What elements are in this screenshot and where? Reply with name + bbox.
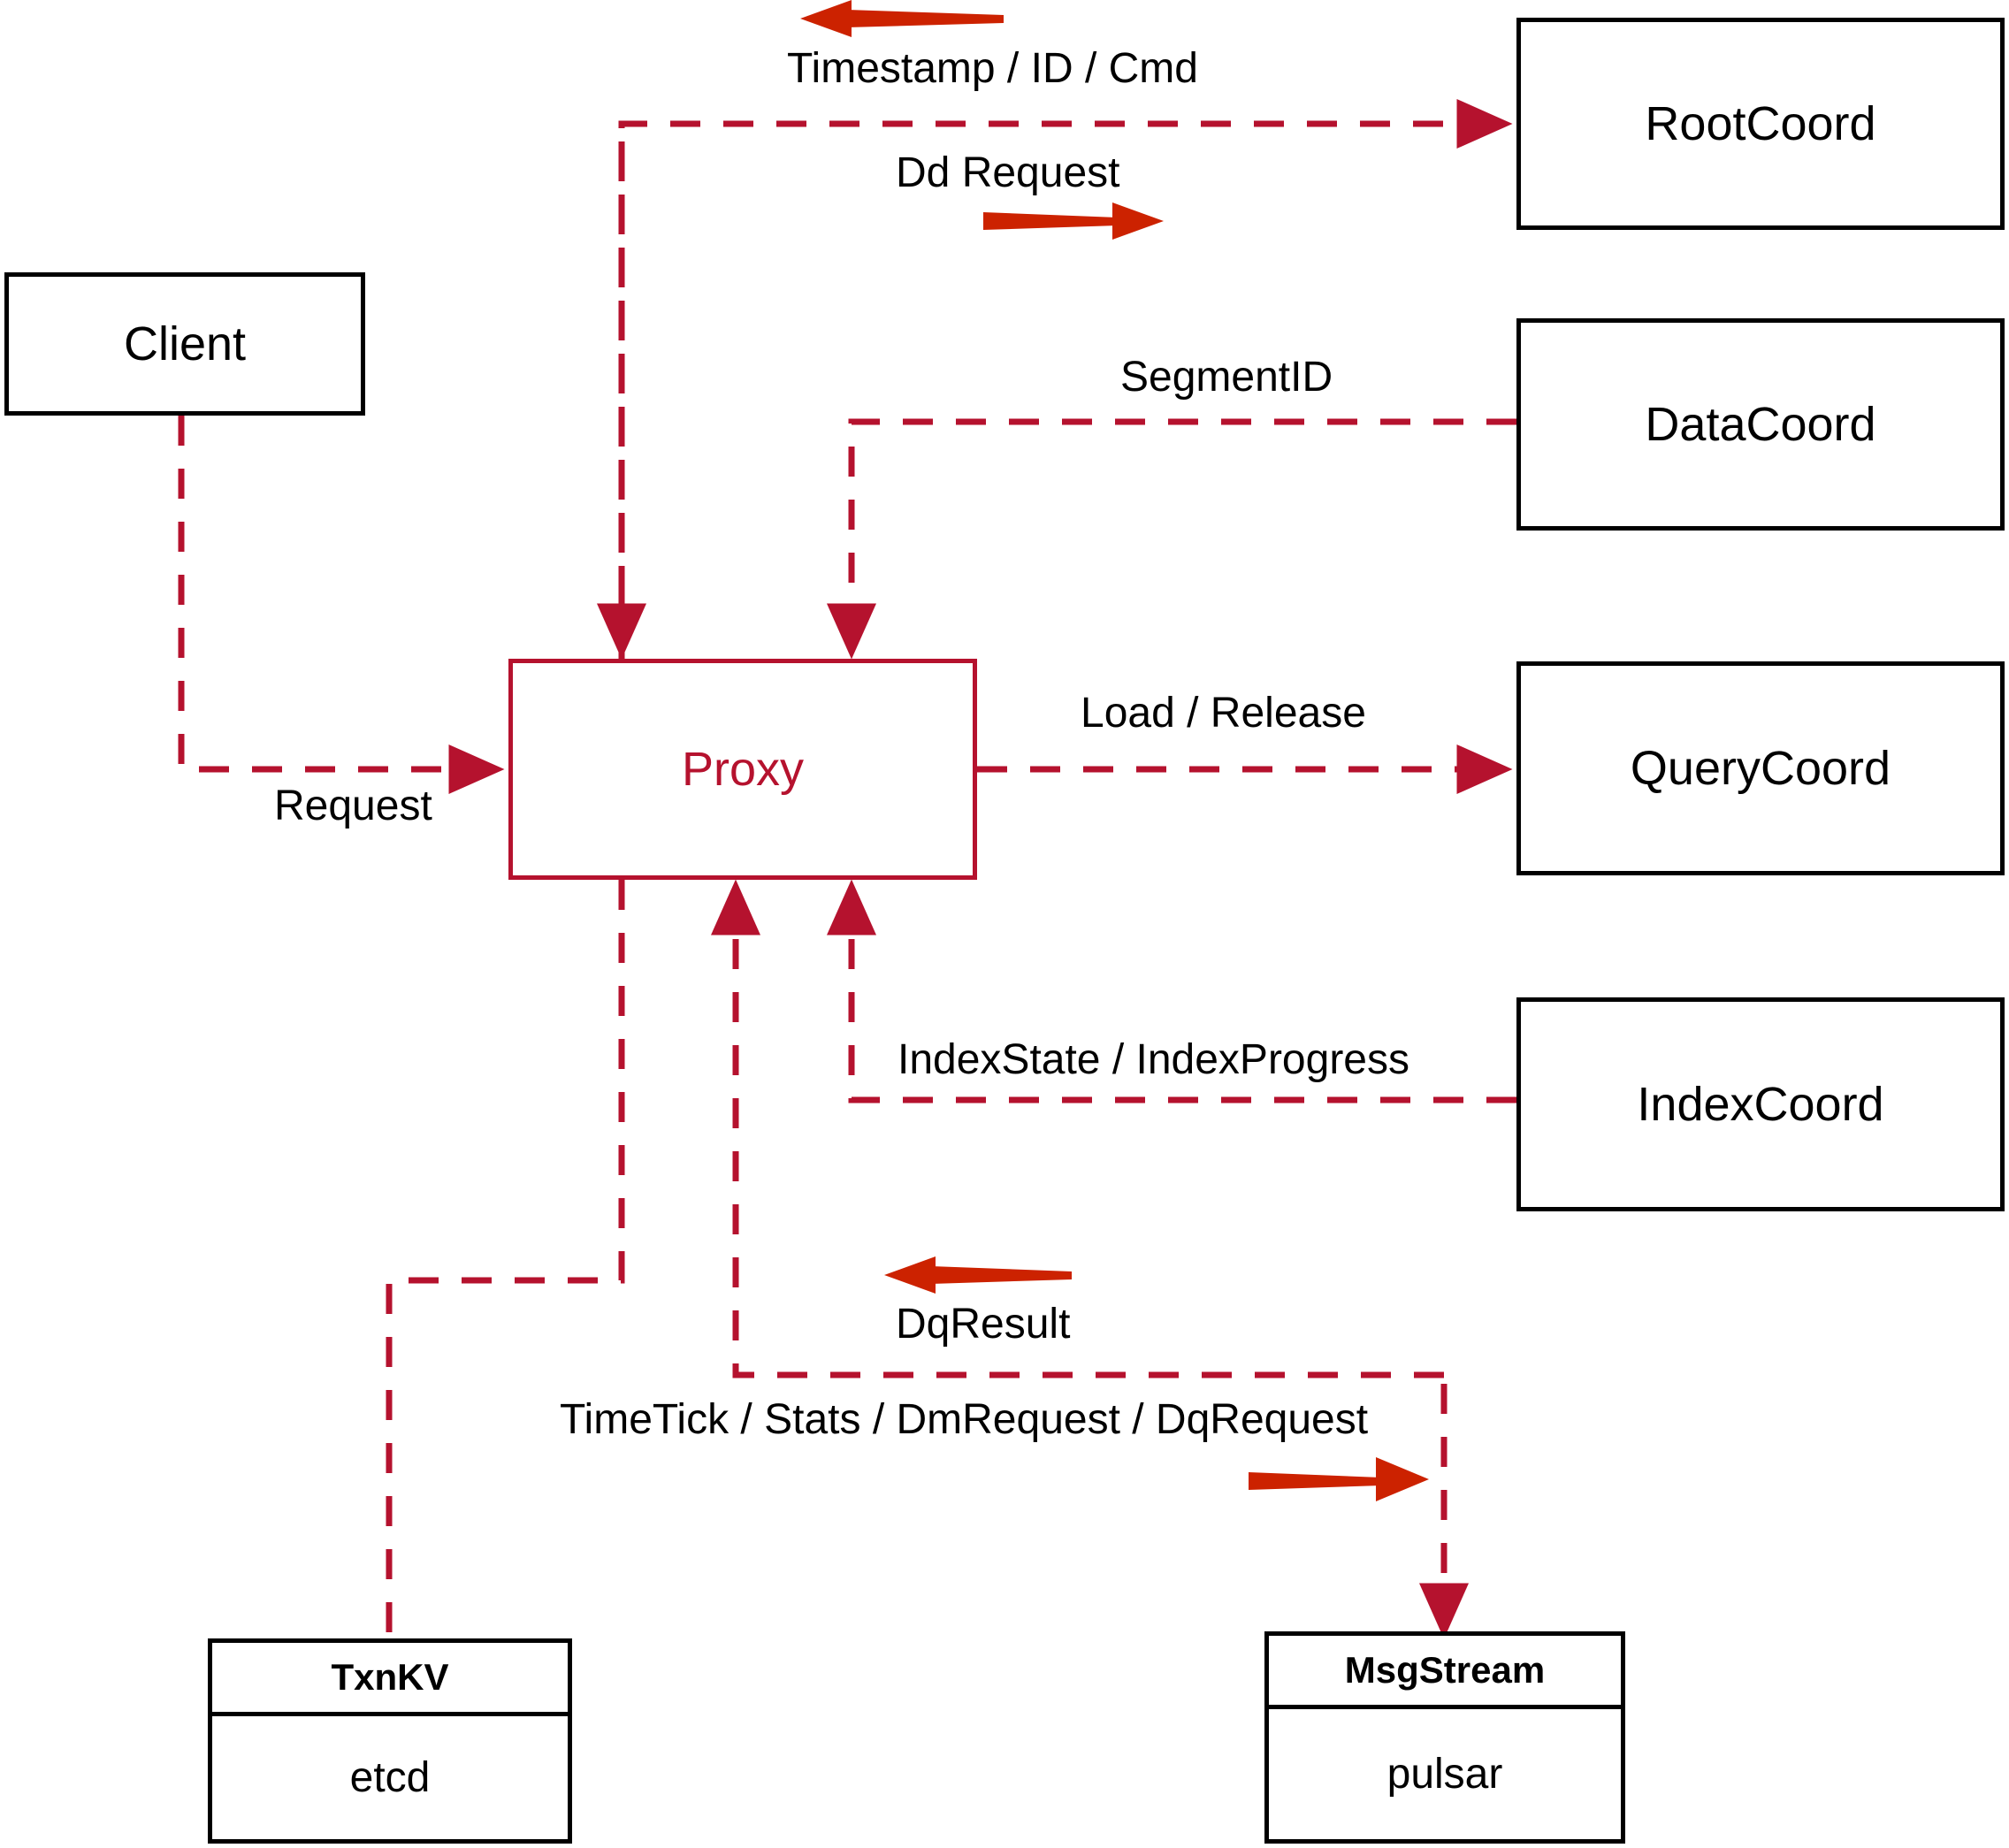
node-rootcoord[interactable]: RootCoord (1516, 18, 2005, 230)
node-msgstream[interactable]: MsgStream pulsar (1264, 1631, 1625, 1844)
node-txnkv[interactable]: TxnKV etcd (208, 1638, 572, 1844)
node-txnkv-header: TxnKV (212, 1643, 568, 1716)
edge-client-proxy (178, 416, 505, 794)
node-txnkv-body: etcd (212, 1716, 568, 1839)
node-msgstream-body: pulsar (1269, 1709, 1621, 1839)
edge-label-timetick-stats-dmrequest-dqrequest: TimeTick / Stats / DmRequest / DqRequest (560, 1396, 1369, 1443)
node-indexcoord-label: IndexCoord (1637, 1078, 1884, 1131)
node-txnkv-body-label: etcd (349, 1754, 431, 1801)
edge-datacoord-proxy (827, 418, 1516, 660)
node-querycoord-label: QueryCoord (1630, 742, 1891, 795)
edge-label-dd-request: Dd Request (896, 149, 1120, 196)
edge-label-timestamp-id-cmd: Timestamp / ID / Cmd (787, 45, 1198, 92)
edge-proxy-txnkv (386, 880, 625, 1638)
node-proxy[interactable]: Proxy (508, 659, 977, 880)
edge-label-dqresult: DqResult (896, 1301, 1071, 1348)
node-indexcoord[interactable]: IndexCoord (1516, 997, 2005, 1211)
arrow-dqrequest-icon (1249, 1457, 1429, 1501)
node-msgstream-body-label: pulsar (1386, 1751, 1503, 1798)
node-querycoord[interactable]: QueryCoord (1516, 661, 2005, 875)
node-client-label: Client (123, 317, 247, 370)
node-proxy-label: Proxy (681, 743, 805, 796)
node-msgstream-header: MsgStream (1269, 1636, 1621, 1709)
node-client[interactable]: Client (4, 272, 365, 416)
edge-label-segmentid: SegmentID (1120, 354, 1333, 401)
edge-label-load-release: Load / Release (1081, 690, 1366, 737)
node-datacoord[interactable]: DataCoord (1516, 318, 2005, 531)
node-rootcoord-label: RootCoord (1645, 97, 1876, 150)
node-txnkv-header-label: TxnKV (331, 1656, 449, 1698)
edge-msgstream-proxy (711, 879, 1444, 1378)
arrow-timestamp-icon (800, 0, 1004, 37)
edge-label-indexstate-indexprogress: IndexState / IndexProgress (898, 1036, 1409, 1083)
edge-label-request: Request (274, 783, 432, 829)
node-msgstream-header-label: MsgStream (1344, 1649, 1546, 1691)
arrow-dqresult-icon (884, 1256, 1072, 1294)
edge-indexcoord-proxy (827, 879, 1516, 1103)
arrow-ddrequest-icon (983, 202, 1164, 240)
node-datacoord-label: DataCoord (1645, 398, 1876, 451)
